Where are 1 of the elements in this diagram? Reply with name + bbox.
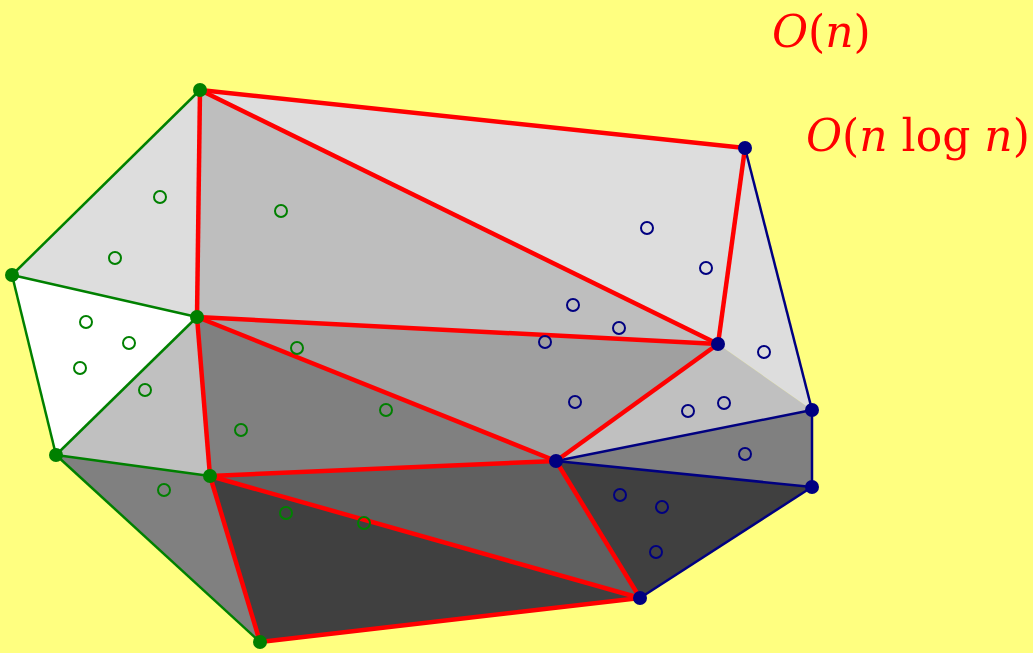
complexity-label: O(n) [772, 10, 871, 54]
